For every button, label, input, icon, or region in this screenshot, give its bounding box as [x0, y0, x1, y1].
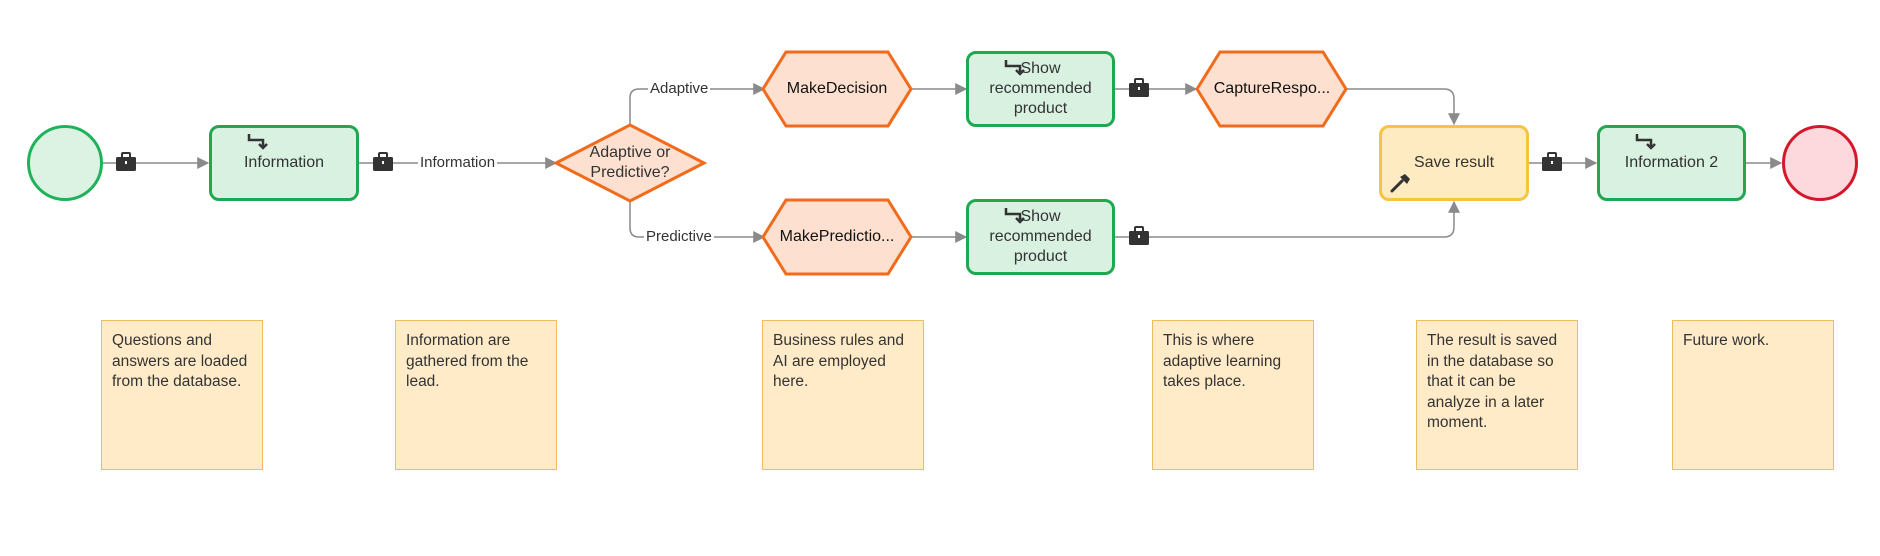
- make-prediction-label: MakePredictio...: [779, 228, 895, 245]
- task-information-2[interactable]: Information 2: [1597, 125, 1746, 201]
- label-adaptive: Adaptive: [648, 80, 711, 98]
- note-lead[interactable]: Information are gathered from the lead.: [395, 320, 557, 470]
- connector-gateway-predictive: [629, 201, 766, 243]
- note-result-saved[interactable]: The result is saved in the database so t…: [1416, 320, 1578, 470]
- connector-show-save: [1115, 200, 1460, 238]
- note-database-text: Questions and answers are loaded from th…: [112, 332, 248, 390]
- make-decision-label: MakeDecision: [786, 80, 888, 97]
- task-save-result[interactable]: Save result: [1379, 125, 1529, 201]
- briefcase-icon: [372, 152, 394, 172]
- briefcase-icon: [1128, 226, 1150, 246]
- note-result-saved-text: The result is saved in the database so t…: [1427, 332, 1558, 431]
- make-decision-hexagon[interactable]: [761, 50, 913, 128]
- note-adaptive-learning[interactable]: This is where adaptive learning takes pl…: [1152, 320, 1314, 470]
- note-lead-text: Information are gathered from the lead.: [406, 332, 529, 390]
- briefcase-icon: [1128, 78, 1150, 98]
- task-information-label: Information: [243, 154, 325, 171]
- make-prediction-hexagon[interactable]: [761, 198, 913, 276]
- task-information[interactable]: Information: [209, 125, 359, 201]
- subprocess-icon: [1635, 134, 1656, 150]
- note-database[interactable]: Questions and answers are loaded from th…: [101, 320, 263, 470]
- briefcase-icon: [115, 152, 137, 172]
- task-information-2-label: Information 2: [1624, 154, 1719, 171]
- task-show-top-label: Show recommended product: [989, 60, 1092, 117]
- capture-response-label: CaptureRespo...: [1213, 80, 1331, 97]
- subprocess-icon: [1004, 60, 1025, 76]
- gateway-diamond[interactable]: [552, 123, 708, 203]
- subprocess-icon: [247, 134, 268, 150]
- capture-response-hexagon[interactable]: [1195, 50, 1348, 128]
- note-future-work[interactable]: Future work.: [1672, 320, 1834, 470]
- connector-capture-save: [1346, 88, 1460, 126]
- save-result-label: Save result: [1413, 154, 1495, 171]
- briefcase-icon: [1541, 152, 1563, 172]
- task-show-bottom-label: Show recommended product: [989, 208, 1092, 265]
- hammer-icon: [1390, 174, 1410, 193]
- subprocess-icon: [1004, 208, 1025, 224]
- connector-gateway-adaptive: [629, 83, 766, 125]
- start-event[interactable]: [27, 125, 103, 201]
- note-future-work-text: Future work.: [1683, 332, 1770, 349]
- label-predictive: Predictive: [644, 228, 714, 246]
- note-business-rules-text: Business rules and AI are employed here.: [773, 332, 904, 390]
- task-show-recommended-top[interactable]: Show recommended product: [966, 51, 1115, 127]
- note-adaptive-learning-text: This is where adaptive learning takes pl…: [1163, 332, 1282, 390]
- end-event[interactable]: [1782, 125, 1858, 201]
- label-information: Information: [418, 154, 498, 172]
- task-show-recommended-bottom[interactable]: Show recommended product: [966, 199, 1115, 275]
- gateway-label: Adaptive or Predictive?: [589, 144, 671, 181]
- note-business-rules[interactable]: Business rules and AI are employed here.: [762, 320, 924, 470]
